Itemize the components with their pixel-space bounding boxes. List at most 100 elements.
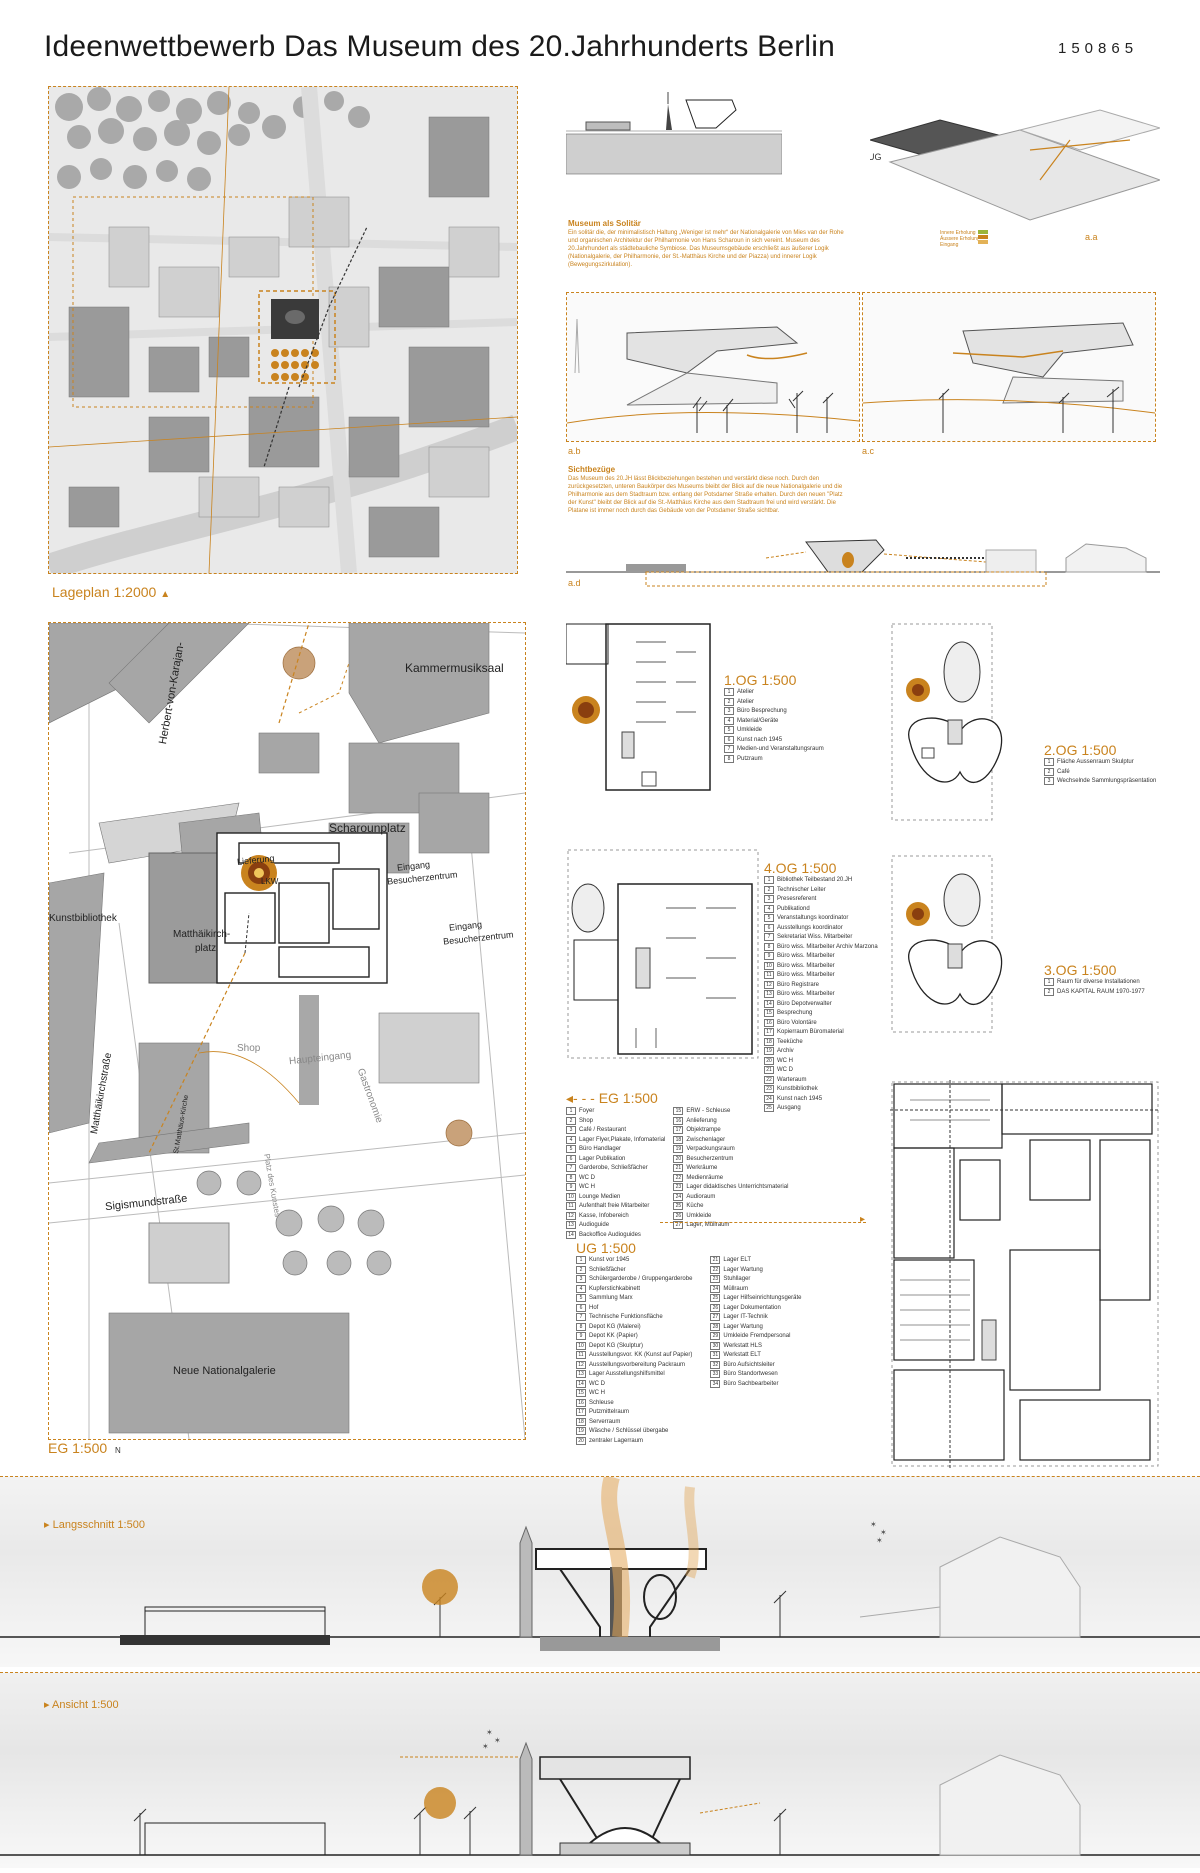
legend-item-label: Werkstatt ELT bbox=[723, 1352, 761, 1358]
legend-item-label: Verpackungsraum bbox=[686, 1146, 735, 1152]
legend-item-label: Besprechung bbox=[777, 1010, 813, 1016]
legend-item-number: 17 bbox=[673, 1126, 684, 1134]
perspective-ab-drawing bbox=[566, 293, 860, 441]
legend-item-label: Aufenthalt freie Mitarbeiter bbox=[579, 1203, 650, 1209]
legend-item-number: 26 bbox=[710, 1303, 721, 1312]
legend-item-label: Archiv bbox=[777, 1048, 794, 1054]
legend-item-label: Atelier bbox=[737, 689, 755, 695]
legend-item-label: Bibliothek Teilbestand 20.JH bbox=[777, 877, 853, 883]
lageplan-frame bbox=[48, 86, 518, 574]
legend-item-number: 5 bbox=[576, 1294, 586, 1302]
legend-item-number: 25 bbox=[764, 1104, 774, 1112]
legend-item-number: 7 bbox=[566, 1164, 576, 1172]
view-ad-label: a.d bbox=[568, 578, 581, 588]
og4-plan bbox=[566, 848, 762, 1062]
legend-item-number: 13 bbox=[566, 1221, 576, 1229]
sketch-section bbox=[565, 86, 783, 182]
legend-item-label: Büro wiss. Mitarbeiter Archiv Marzona bbox=[777, 943, 878, 950]
legend-item-number: 5 bbox=[566, 1145, 576, 1153]
legend-item-label: Teeküche bbox=[777, 1038, 803, 1045]
legend-item-number: 18 bbox=[764, 1037, 774, 1046]
legend-item-label: Büro Aufsichtsleiter bbox=[723, 1361, 775, 1368]
eg-arrow-line bbox=[660, 1222, 866, 1223]
legend-item-label: Serverraum bbox=[589, 1418, 621, 1425]
legend-item-label: Werkstatt HLS bbox=[723, 1342, 762, 1349]
legend-item-number: 1 bbox=[1044, 758, 1054, 766]
label-shop: Shop bbox=[237, 1043, 261, 1054]
legend-item-label: Depot KG (Skulptur) bbox=[589, 1342, 644, 1349]
langsschnitt-text: Langsschnitt 1:500 bbox=[52, 1519, 145, 1531]
legend-item-number: 4 bbox=[724, 716, 734, 725]
sketch-section-drawing bbox=[565, 86, 783, 182]
legend-item-label: Medien-und Veranstaltungsraum bbox=[737, 746, 824, 752]
legend-item-number: 8 bbox=[724, 754, 734, 763]
legend-item-number: 30 bbox=[710, 1341, 721, 1350]
legend-item-label: Schülergarderobe / Gruppengarderobe bbox=[589, 1276, 693, 1282]
legend-item-label: Lager Hilfseinrichtungsgeräte bbox=[723, 1295, 802, 1301]
legend-item-label: Depot KG (Malerei) bbox=[589, 1323, 641, 1330]
legend-item-number: 13 bbox=[576, 1370, 586, 1378]
legend-item-number: 23 bbox=[764, 1085, 774, 1093]
legend-item-label: WC D bbox=[589, 1380, 605, 1387]
legend-item-label: zentraler Lagerraum bbox=[589, 1437, 644, 1444]
legend-item-label: Kunstbibliothek bbox=[777, 1086, 818, 1092]
langsschnitt-arrow-icon: ▸ bbox=[44, 1519, 50, 1531]
langsschnitt-drawing: ✶✶✶ bbox=[0, 1474, 1200, 1651]
legend-item-number: 7 bbox=[764, 933, 774, 941]
legend-item-number: 20 bbox=[673, 1154, 684, 1163]
site-plan-label-text: EG 1:500 bbox=[48, 1440, 108, 1456]
langsschnitt-label: ▸ Langsschnitt 1:500 bbox=[44, 1518, 145, 1531]
legend-item-label: Ausstellungsvor. KK (Kunst auf Papier) bbox=[589, 1352, 693, 1358]
legend-item-number: 16 bbox=[576, 1398, 586, 1407]
legend-item-label: Kupferstichkabinett bbox=[589, 1285, 641, 1292]
legend-item-label: Putzmittelraum bbox=[589, 1409, 630, 1415]
legend-item-number: 19 bbox=[576, 1427, 586, 1435]
perspective-ac-drawing bbox=[862, 293, 1156, 441]
legend-item-label: Foyer bbox=[579, 1108, 595, 1114]
legend-item-label: Lager Flyer,Plakate, Infomaterial bbox=[579, 1136, 666, 1143]
legend-item-label: Kasse, Infobereich bbox=[579, 1212, 629, 1219]
sicht-text-title: Sichtbezüge bbox=[568, 465, 616, 474]
sight-line-elevation bbox=[566, 528, 1160, 590]
label-kammermusiksaal: Kammermusiksaal bbox=[405, 661, 504, 675]
legend-item-number: 14 bbox=[566, 1230, 576, 1239]
legend-item-number: 4 bbox=[566, 1135, 576, 1144]
legend-item-label: Wechselnde Sammlungspräsentation bbox=[1057, 778, 1157, 784]
eg-title-text: EG 1:500 bbox=[598, 1090, 658, 1106]
legend-item-label: Umkleide bbox=[737, 727, 763, 733]
og3-drawing bbox=[891, 855, 1003, 1033]
axonometric-view: UG bbox=[868, 100, 1162, 230]
legend-item-label: Kunst nach 1945 bbox=[737, 736, 783, 743]
legend-item-number: 27 bbox=[710, 1313, 721, 1321]
